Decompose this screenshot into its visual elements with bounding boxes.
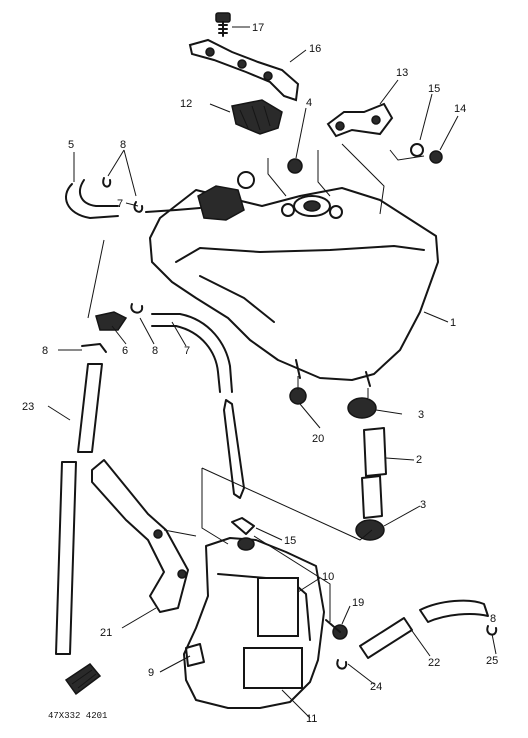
callout-22: 22 [428,657,440,669]
callout-8-upper: 8 [120,139,126,151]
callout-7-upper: 7 [117,198,123,210]
callout-4: 4 [306,97,312,109]
callout-8-mid: 8 [152,345,158,357]
callout-25: 25 [486,655,498,667]
callout-10: 10 [322,571,334,583]
callout-8-right: 8 [490,613,496,625]
part-21-stay [91,459,189,613]
part-4-bolt [287,158,303,174]
part-17-screw [215,12,231,37]
callout-labels: 17 16 12 13 4 15 14 5 8 7 1 8 6 8 7 23 2… [22,22,498,725]
callout-15-upper: 15 [428,83,440,95]
part-20-grommet [289,387,307,405]
callout-9: 9 [148,667,154,679]
part-12-cap [231,99,283,135]
part-8-clip-lower [81,303,144,353]
part-2-hose [361,427,387,519]
part-19-joint [325,619,348,640]
assembly-lines [87,143,425,622]
callout-24: 24 [370,681,382,693]
callout-3-lower: 3 [420,499,426,511]
part-18-clip [231,517,255,535]
reservoir-tank [183,537,325,709]
callout-11: 11 [306,713,317,725]
callout-leaders [47,26,497,719]
callout-3-upper: 3 [418,409,424,421]
callout-7-lower: 7 [184,345,190,357]
callout-6: 6 [122,345,128,357]
part-1-tank [149,171,439,387]
callout-21: 21 [100,627,112,639]
callout-1: 1 [450,317,456,329]
callout-12: 12 [180,98,192,110]
part-24-clip [336,659,348,670]
part-5-hose [65,179,119,219]
part-7-hose-upper [145,207,201,213]
part-7-hose-lower [151,313,245,499]
callout-13: 13 [396,67,408,79]
callout-19: 19 [352,597,364,609]
callout-16: 16 [309,43,321,55]
callout-8-left: 8 [42,345,48,357]
callout-17: 17 [252,22,264,34]
callout-5: 5 [68,139,74,151]
part-25-clip [486,625,498,636]
callout-15-lower: 15 [284,535,296,547]
callout-14: 14 [454,103,466,115]
part-22-hose [359,599,489,659]
front-arrow-icon [64,663,102,696]
callout-2: 2 [416,454,422,466]
callout-20: 20 [312,433,324,445]
drawing-code: 47X332 4201 [48,711,107,721]
part-3-clamp-upper [347,397,377,419]
part-14-nut [429,150,443,164]
part-3-clamp-lower [355,519,385,541]
part-16-bracket [188,38,300,102]
part-23-tube [55,363,103,655]
part-10-label [257,577,299,637]
part-8-clip-pair [102,177,144,213]
part-15-washer [410,143,424,157]
callout-23: 23 [22,401,34,413]
part-13-bracket [326,102,394,138]
part-11-label [243,647,303,689]
part-6-joint [95,311,128,331]
